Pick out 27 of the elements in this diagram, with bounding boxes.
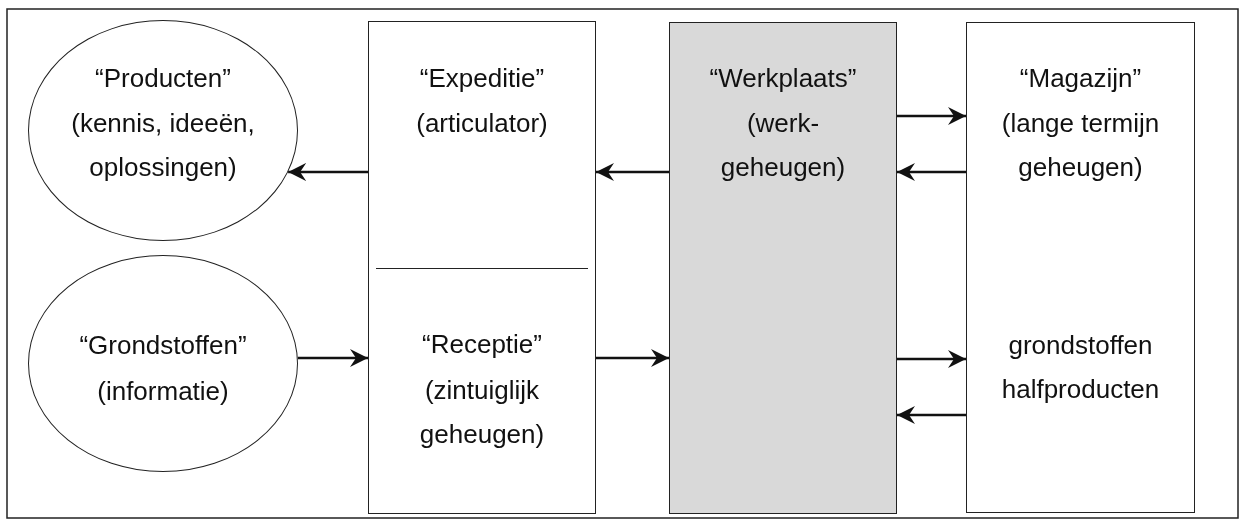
ellipse-node xyxy=(28,255,298,472)
node-text: (zintuiglijk geheugen) xyxy=(418,374,546,451)
arrow xyxy=(897,406,966,424)
ellipse-node xyxy=(28,20,298,241)
process-box xyxy=(966,22,1195,513)
process-box xyxy=(368,21,596,268)
node-title: “Werkplaats” xyxy=(708,62,858,95)
arrow xyxy=(897,107,966,125)
node-title: “Magazijn” xyxy=(1018,62,1143,95)
node-title: “Receptie” xyxy=(421,328,543,361)
node-title: “Producten” xyxy=(94,62,232,95)
arrow xyxy=(297,349,368,367)
arrow xyxy=(596,349,669,367)
process-box xyxy=(669,22,897,514)
node-title: “Expeditie” xyxy=(418,62,546,95)
arrow xyxy=(897,350,966,368)
node-text: (articulator) xyxy=(415,107,549,140)
arrow xyxy=(288,163,368,181)
arrow xyxy=(596,163,669,181)
node-text: (werk- geheugen) xyxy=(719,107,847,184)
node-text: (informatie) xyxy=(96,375,230,408)
node-title: “Grondstoffen” xyxy=(78,329,248,362)
node-text: (kennis, ideeën, oplossingen) xyxy=(70,107,256,184)
process-box xyxy=(368,268,596,514)
node-text: grondstoffen halfproducten xyxy=(1000,329,1161,406)
node-text: (lange termijn geheugen) xyxy=(1000,107,1161,184)
arrow xyxy=(897,163,966,181)
